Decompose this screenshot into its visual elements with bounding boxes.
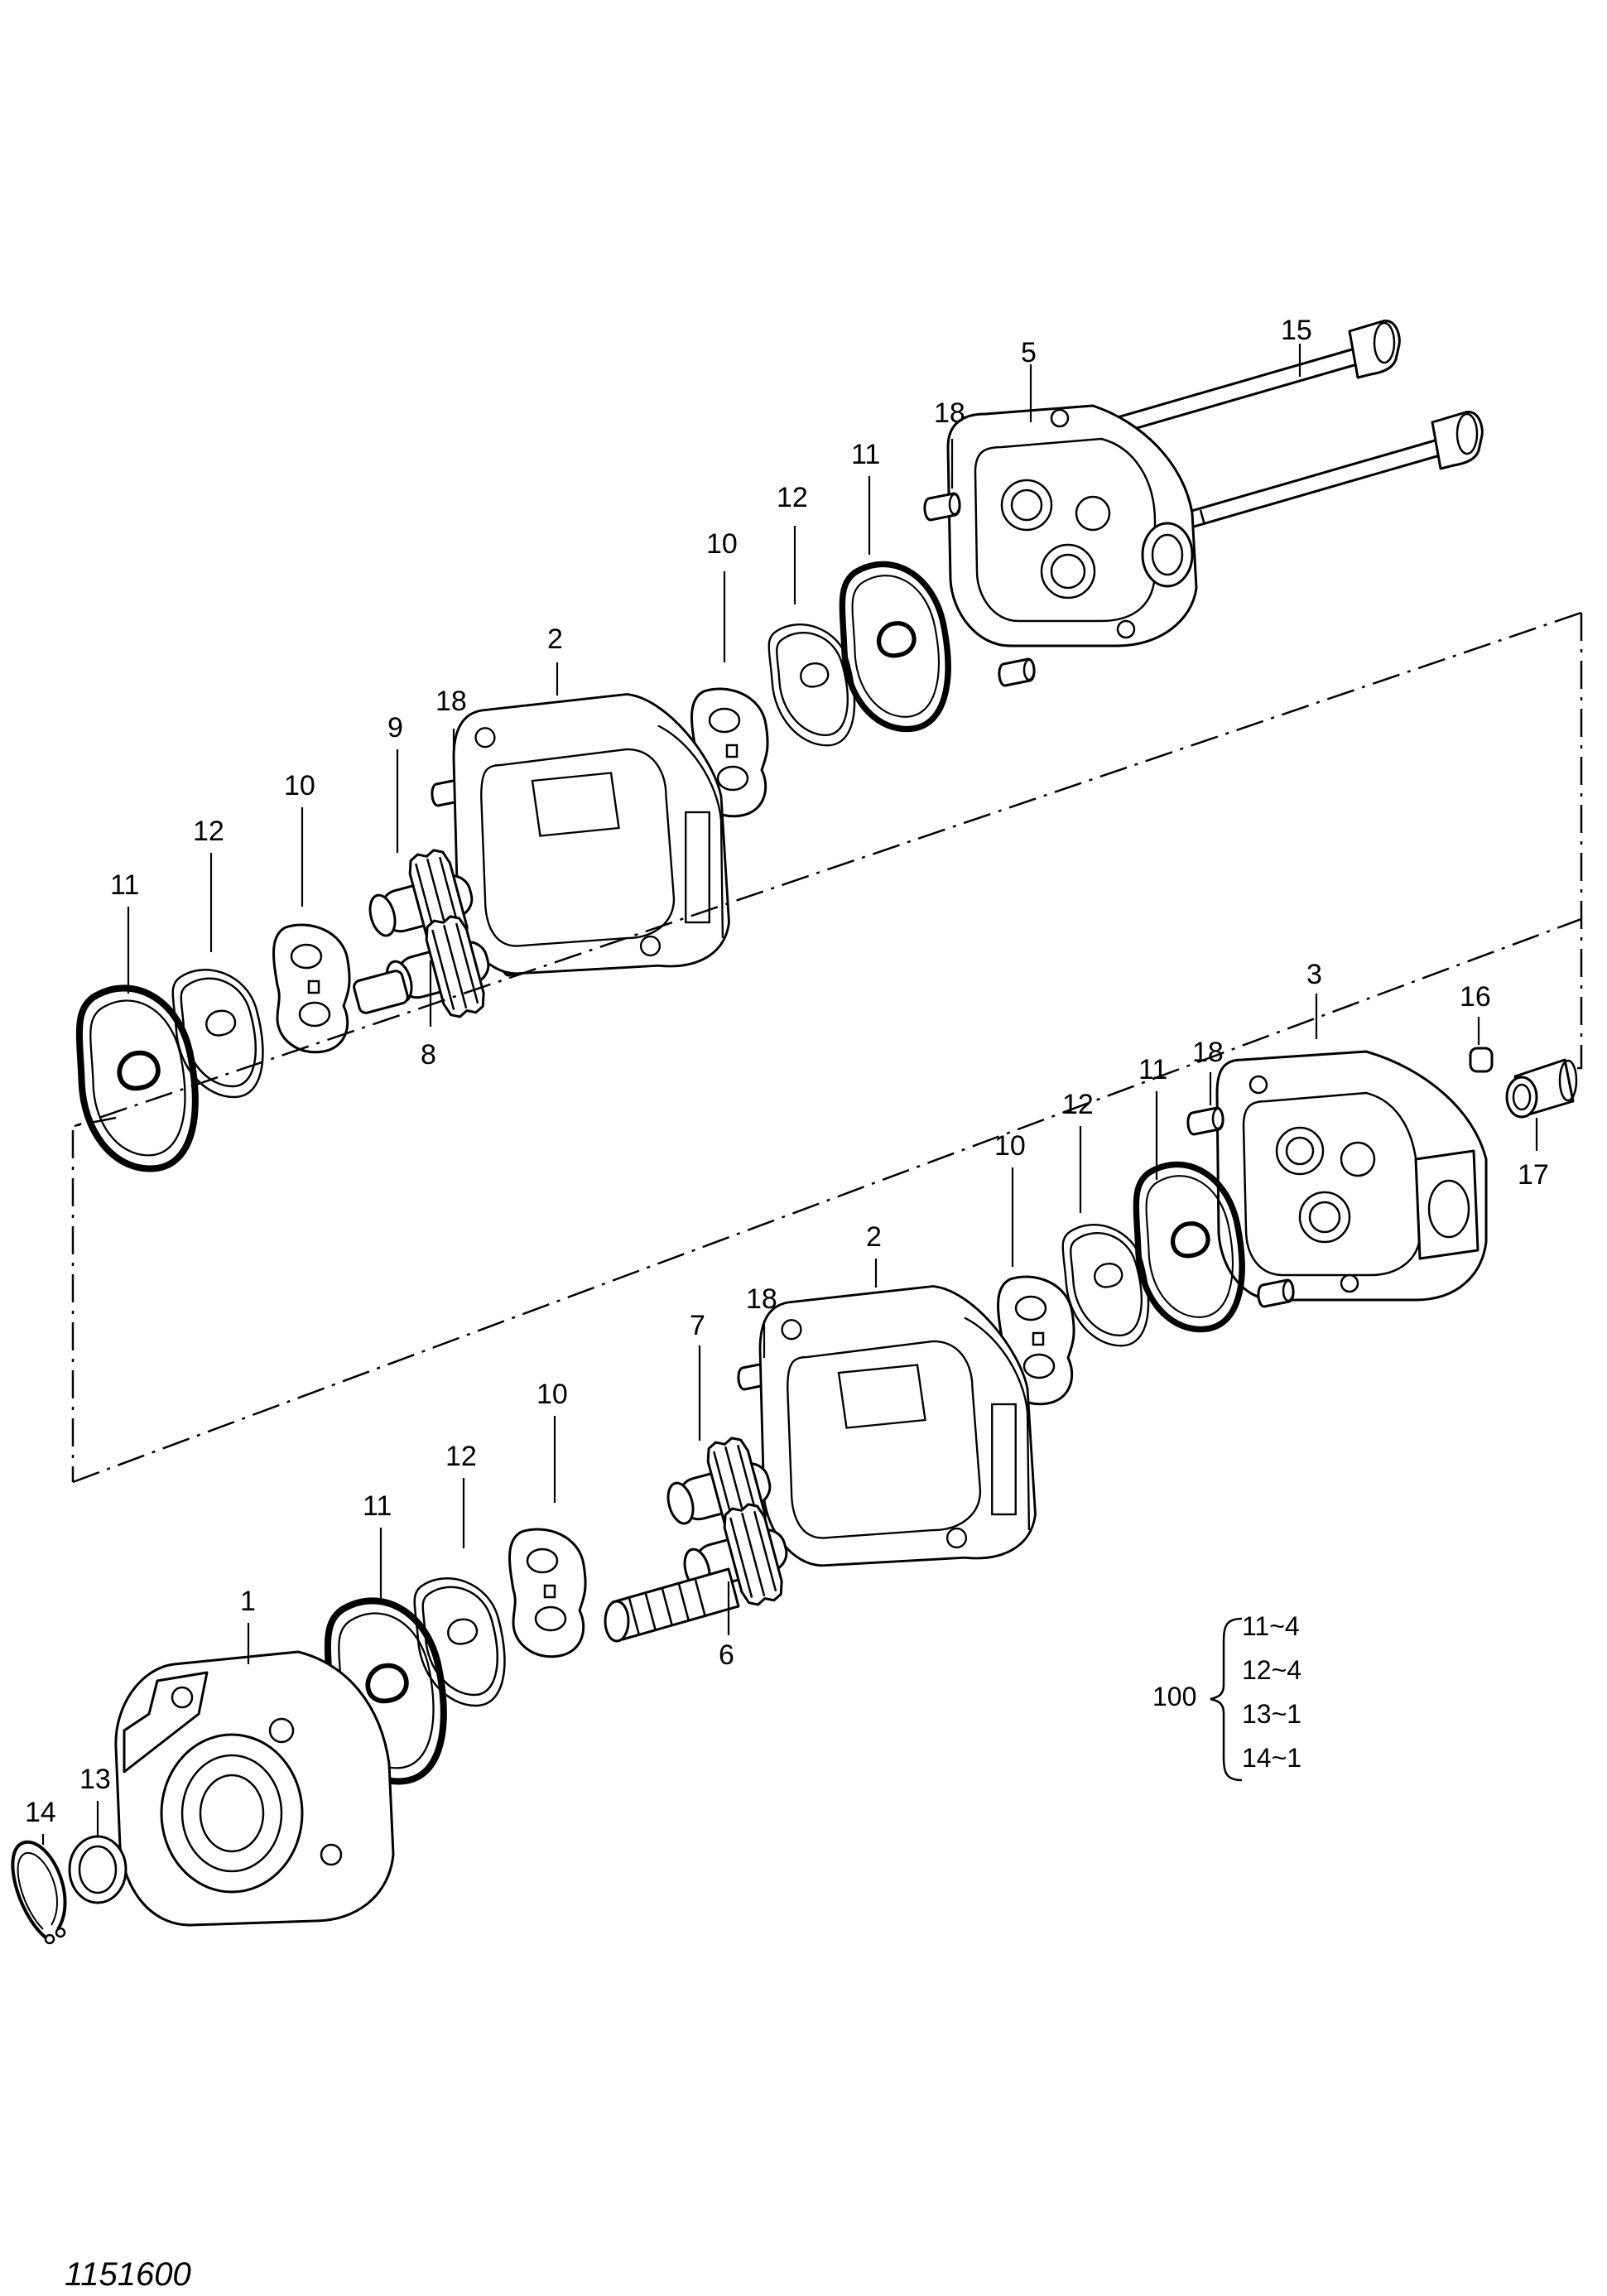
kit-brace: [1210, 1617, 1243, 1782]
alignment-line-left: [71, 1116, 117, 1482]
front-cover-1: [114, 1650, 395, 1927]
drive-gear-6: [604, 1496, 800, 1643]
callout-labels-bottom: 3 16 17 18 11 12 10 2 18 7 10 12 11 1 6 …: [25, 959, 1549, 1828]
label-6: 6: [719, 1639, 734, 1671]
alignment-line-right: [1577, 613, 1583, 1070]
label-9: 9: [387, 712, 403, 744]
label-15: 15: [1281, 315, 1312, 346]
callout-labels-top: 15 5 18 11 12 10 2 18 9 10 12 11 8: [110, 315, 1312, 1071]
label-5: 5: [1021, 337, 1037, 368]
kit-item-2: 12~4: [1242, 1655, 1301, 1685]
alignment-line-diagonal-top: [74, 611, 1582, 1128]
label-18-bottom-left: 18: [746, 1283, 777, 1315]
gear-housing-2-bottom: [758, 1285, 1037, 1567]
label-13: 13: [79, 1764, 111, 1795]
seal-11-top-right: [842, 564, 948, 729]
label-12-top-left: 12: [193, 816, 224, 847]
port-housing-3: [1215, 1050, 1488, 1302]
leader-lines: [41, 344, 1538, 1845]
label-10-bottom-left: 10: [536, 1379, 568, 1410]
bolt-lower: [0, 0, 1484, 547]
label-16: 16: [1460, 981, 1491, 1013]
figure-number: 1151600: [65, 2256, 191, 2293]
plug-16: [1469, 1047, 1494, 1073]
label-12-bottom-left: 12: [445, 1441, 477, 1472]
bushing-17: [1505, 1058, 1578, 1119]
label-11-top-right: 11: [851, 439, 880, 470]
seal-11-top-left: [79, 988, 195, 1168]
label-2-bottom: 2: [866, 1221, 882, 1253]
label-14: 14: [25, 1797, 56, 1828]
label-18-top-right: 18: [934, 397, 965, 429]
label-11-bottom-right: 11: [1138, 1054, 1167, 1085]
label-18-top-left: 18: [435, 686, 467, 717]
label-10-bottom-right: 10: [994, 1130, 1026, 1162]
label-18-bottom-right: 18: [1192, 1037, 1224, 1068]
dowel-pin-bottom-a: [1186, 1106, 1224, 1136]
kit-item-4: 14~1: [1242, 1743, 1301, 1773]
oil-seal-13: [68, 1835, 128, 1904]
kit-number: 100: [1152, 1682, 1196, 1711]
rear-cover: [946, 404, 1198, 647]
snap-ring-14: [11, 1840, 67, 1945]
label-7: 7: [690, 1310, 705, 1341]
label-11-bottom-left: 11: [363, 1490, 392, 1522]
alignment-line-diagonal-bottom: [72, 917, 1582, 1484]
label-17: 17: [1518, 1159, 1549, 1191]
dowel-pin-top-a: [923, 492, 961, 522]
dowel-pin-bottom-b: [1257, 1278, 1295, 1308]
kit-100-bracket: 100 11~4 12~4 13~1 14~1: [1152, 1611, 1301, 1782]
label-12-bottom-right: 12: [1062, 1089, 1094, 1120]
label-1: 1: [240, 1586, 256, 1617]
gear-housing-2-top: [452, 693, 730, 975]
label-10-top-left: 10: [284, 770, 315, 801]
label-3: 3: [1306, 959, 1322, 990]
kit-item-3: 13~1: [1242, 1699, 1301, 1729]
wear-plate-10-top-left: [272, 923, 351, 1054]
wear-plate-10-bottom-left: [508, 1528, 587, 1658]
label-12-top-right: 12: [777, 482, 808, 513]
label-10-top-right: 10: [706, 528, 738, 560]
kit-item-1: 11~4: [1242, 1611, 1300, 1641]
drive-gear-8: [353, 908, 502, 1034]
label-8: 8: [421, 1039, 436, 1071]
dowel-pin-top-b: [998, 657, 1036, 687]
label-2-top: 2: [547, 623, 563, 655]
label-11-top-left: 11: [110, 869, 139, 901]
